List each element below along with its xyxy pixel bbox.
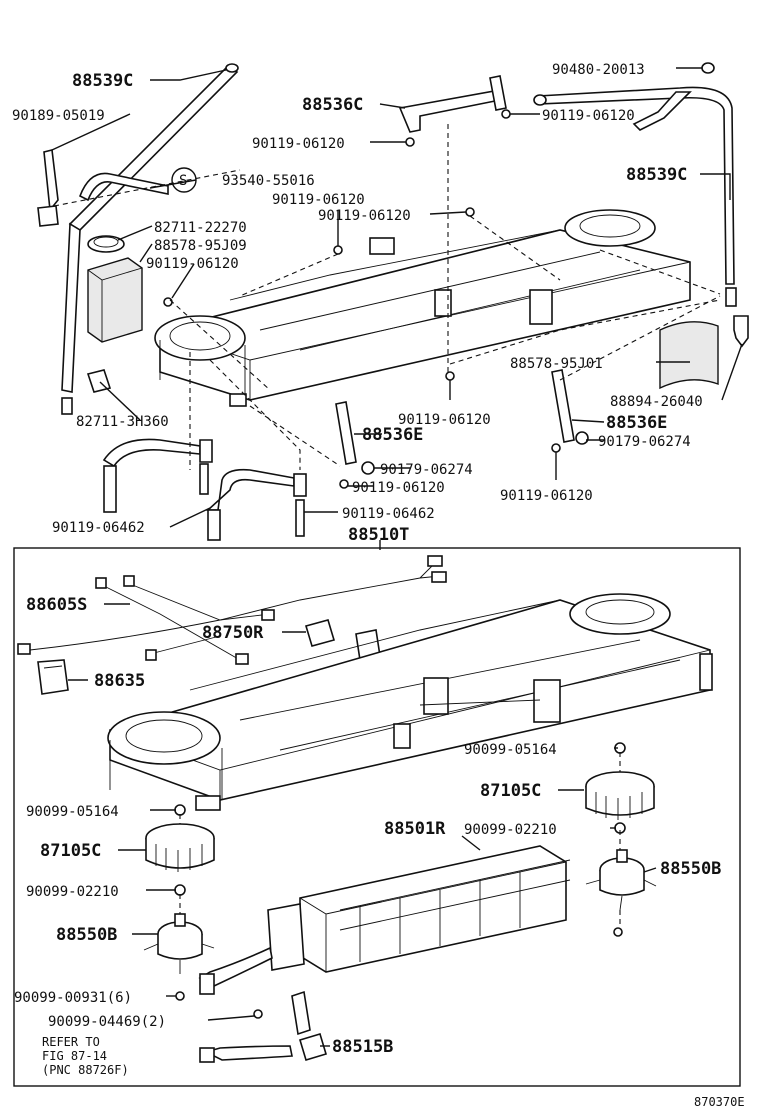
label-88515b: 88515B — [332, 1037, 393, 1057]
label-90119-06462-right: 90119-06462 — [342, 506, 435, 522]
clamp-ring-82711-22270 — [87, 235, 125, 253]
connector-88635 — [37, 659, 69, 695]
dashed-guides-lower — [179, 752, 621, 926]
label-82711-22270: 82711-22270 — [154, 220, 247, 236]
label-88536c: 88536C — [302, 95, 363, 115]
label-93540-55016: 93540-55016 — [222, 173, 315, 189]
label-90119-06120-b: 90119-06120 — [542, 108, 635, 124]
water-pipes-upper — [102, 438, 307, 541]
label-88635: 88635 — [94, 671, 145, 691]
label-88501r: 88501R — [384, 819, 446, 839]
label-90179-06274-right: 90179-06274 — [598, 434, 691, 450]
lower-unit-body — [107, 593, 713, 811]
label-88550b-right: 88550B — [660, 859, 721, 879]
label-90119-06462-left: 90119-06462 — [52, 520, 145, 536]
label-90099-05164-left: 90099-05164 — [26, 804, 119, 820]
label-88536e-left: 88536E — [362, 425, 423, 445]
evaporator-88501r — [198, 845, 571, 995]
label-88894-26040: 88894-26040 — [610, 394, 703, 410]
upper-unit-body — [154, 209, 691, 407]
leader-lines-upper — [51, 67, 743, 550]
label-88539c-right: 88539C — [626, 165, 687, 185]
label-90119-06120-a: 90119-06120 — [252, 136, 345, 152]
label-88539c-left: 88539C — [72, 71, 133, 91]
wire-harness-88605s — [17, 555, 447, 665]
label-90119-06120-h: 90119-06120 — [500, 488, 593, 504]
bracket-88536e-left — [335, 401, 357, 465]
label-90179-06274-left: 90179-06274 — [380, 462, 473, 478]
s-symbol-circle — [171, 167, 197, 193]
assembly-box-88510t — [13, 547, 741, 1087]
label-90099-04469: 90099-04469(2) — [48, 1014, 166, 1030]
expansion-valve-88515b — [199, 990, 327, 1063]
drain-pipe-left — [37, 63, 239, 415]
blower-fan-right — [585, 771, 655, 820]
label-90099-02210-right: 90099-02210 — [464, 822, 557, 838]
fan-motor-right — [585, 849, 657, 937]
label-90119-06120-c: 90119-06120 — [272, 192, 365, 208]
label-refer-line1: REFER TO — [42, 1035, 100, 1049]
bracket-88536e-right — [551, 369, 575, 443]
bracket-88536c — [398, 75, 507, 133]
label-88578-95j09: 88578-95J09 — [154, 238, 247, 254]
label-90119-06120-e: 90119-06120 — [146, 256, 239, 272]
label-87105c-right: 87105C — [480, 781, 541, 801]
label-90480-20013: 90480-20013 — [552, 62, 645, 78]
label-88510t: 88510T — [348, 525, 409, 545]
label-symbol-s: S — [179, 173, 187, 189]
relay-88750r — [304, 619, 381, 661]
label-90099-05164-right: 90099-05164 — [464, 742, 557, 758]
label-88550b-left: 88550B — [56, 925, 117, 945]
drain-pipe-right — [533, 62, 749, 348]
label-90119-06120-g: 90119-06120 — [352, 480, 445, 496]
label-88536e-right: 88536E — [606, 413, 667, 433]
leader-lines-lower — [68, 603, 657, 1047]
label-88750r: 88750R — [202, 623, 264, 643]
label-refer-line3: (PNC 88726F) — [42, 1063, 129, 1077]
label-82711-3h360: 82711-3H360 — [76, 414, 169, 430]
callout-labels: 88539C 90189-05019 88536C 90119-06120 90… — [12, 62, 745, 1109]
label-90119-06120-d: 90119-06120 — [318, 208, 411, 224]
label-88578-95j01: 88578-95J01 — [510, 356, 603, 372]
insulator-88578-95j01 — [659, 321, 719, 390]
insulator-block — [87, 257, 143, 343]
diagram-code: 870370E — [694, 1095, 745, 1109]
label-90119-06120-f: 90119-06120 — [398, 412, 491, 428]
label-90189-05019: 90189-05019 — [12, 108, 105, 124]
blower-fan-left — [145, 823, 215, 872]
label-90099-00931: 90099-00931(6) — [14, 990, 132, 1006]
fan-motor-left — [143, 913, 215, 974]
label-87105c-left: 87105C — [40, 841, 101, 861]
label-refer-line2: FIG 87-14 — [42, 1049, 107, 1063]
label-88605s: 88605S — [26, 595, 87, 615]
label-90099-02210-left: 90099-02210 — [26, 884, 119, 900]
dashed-guides-upper — [53, 124, 721, 470]
